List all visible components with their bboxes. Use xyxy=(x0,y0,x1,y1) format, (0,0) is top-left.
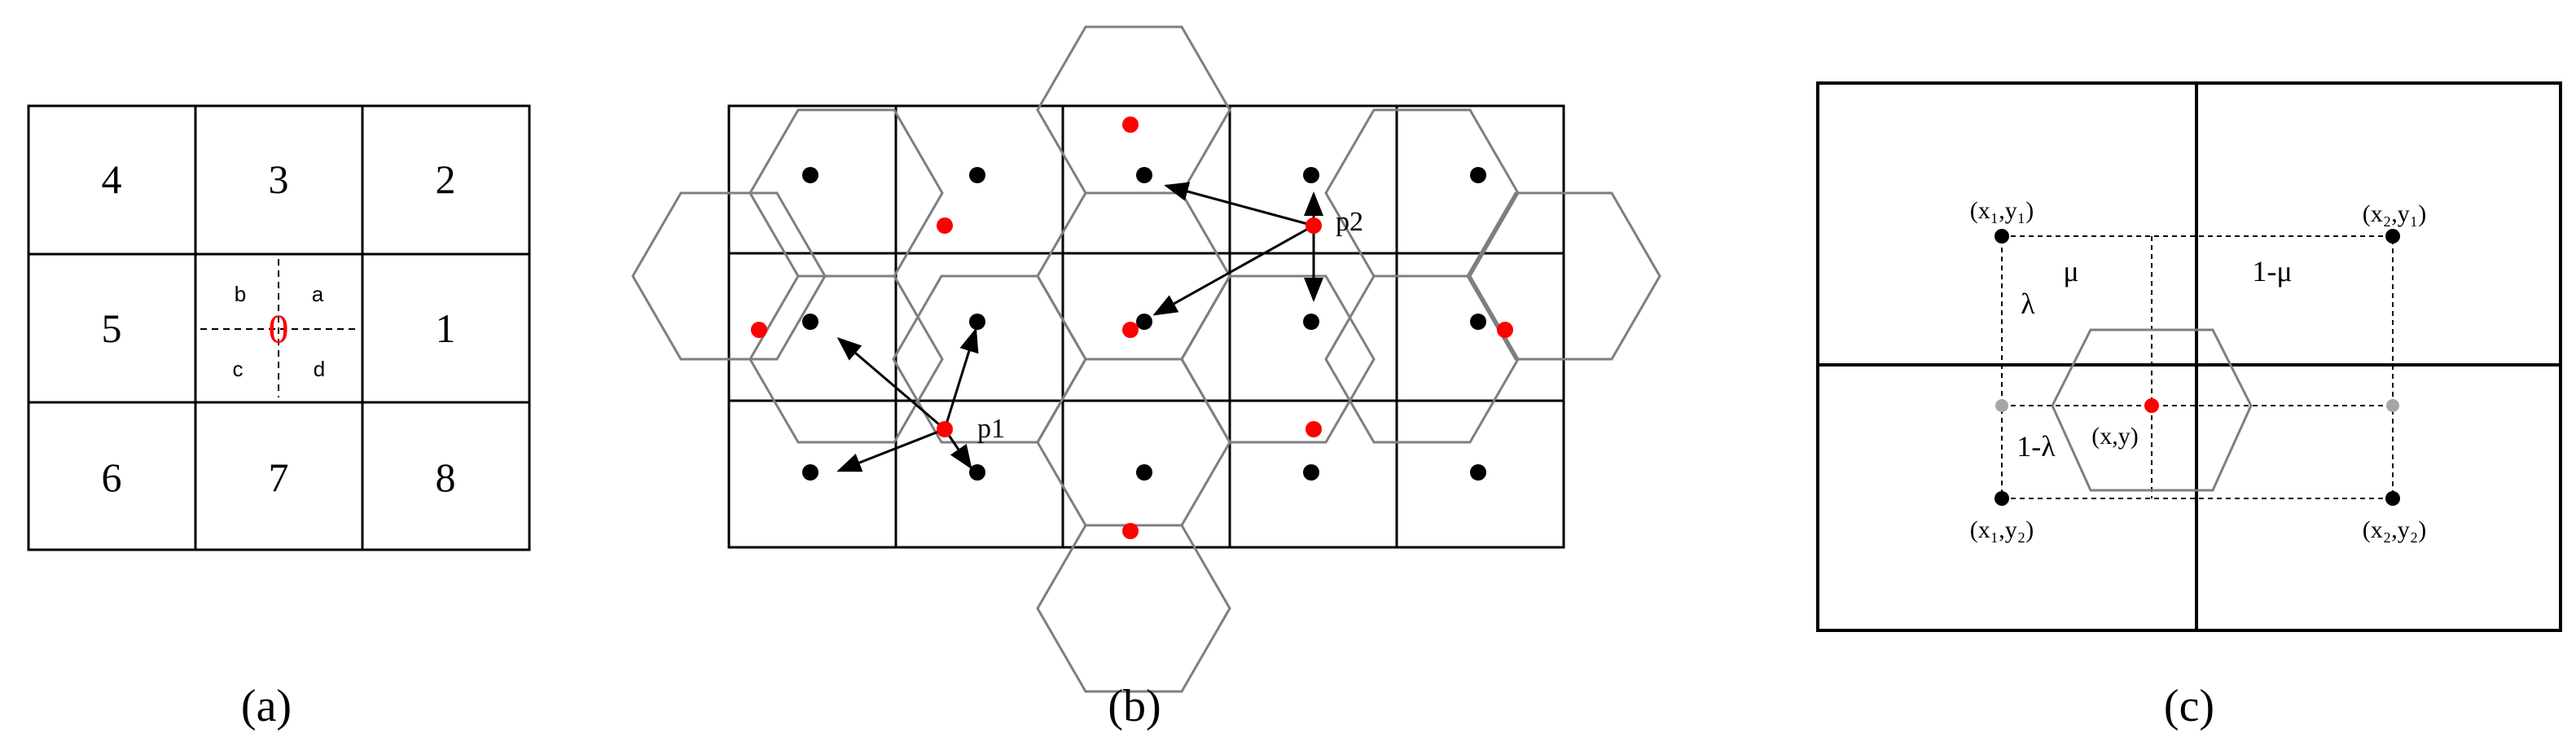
cell-center-point xyxy=(969,464,985,481)
cell-center-point xyxy=(1303,314,1319,330)
p2-point xyxy=(1306,217,1322,234)
panel-c: (x₁,y₁) (x₂,y₁) (x₁,y₂) (x₂,y₂) (x,y) μ … xyxy=(1816,81,2562,731)
hex-center-point xyxy=(1306,421,1322,437)
cell-label: 7 xyxy=(269,454,289,500)
cell-center-point xyxy=(1470,167,1486,183)
target-point xyxy=(2144,398,2159,413)
hex-center-point xyxy=(1497,322,1513,338)
quadrant-label: b xyxy=(235,282,246,306)
cell-label: 6 xyxy=(102,454,122,500)
hex-center-point xyxy=(1122,523,1139,539)
hexagon xyxy=(631,191,827,361)
hex-center-point xyxy=(1122,116,1139,133)
corner-label: (x₂,y₁) xyxy=(2363,200,2426,227)
interpolated-point xyxy=(1995,399,2008,412)
hex-center-point xyxy=(751,322,767,338)
hexagon xyxy=(1036,358,1231,527)
quadrant-label: d xyxy=(314,357,325,381)
panel-c-caption: (c) xyxy=(2164,681,2214,731)
hexagon xyxy=(1180,274,1376,444)
corner-label: (x₂,y₂) xyxy=(2363,516,2426,543)
center-label: 0 xyxy=(269,305,289,351)
corner-label: (x₁,y₂) xyxy=(1970,516,2034,543)
p2-label: p2 xyxy=(1336,207,1363,237)
lambda-label: λ xyxy=(2021,288,2035,320)
cell-label: 3 xyxy=(269,156,289,202)
hexagon-grid xyxy=(631,25,1661,693)
hexagon xyxy=(1324,274,1520,444)
hexagon xyxy=(748,274,944,444)
one-minus-mu-label: 1-μ xyxy=(2252,255,2292,288)
hex-center-points xyxy=(751,116,1513,539)
cell-center-point xyxy=(1136,167,1152,183)
cell-center-point xyxy=(1303,167,1319,183)
hexagon xyxy=(892,274,1087,444)
cell-label: 8 xyxy=(436,454,456,500)
cell-center-point xyxy=(1470,314,1486,330)
hex-center-point xyxy=(1122,322,1139,338)
hexagon xyxy=(1036,524,1231,693)
mu-label: μ xyxy=(2063,255,2078,288)
cell-label: 2 xyxy=(436,156,456,202)
corner-point xyxy=(2385,229,2400,244)
hexagon xyxy=(1036,25,1231,195)
hexagon xyxy=(748,108,944,278)
corner-point xyxy=(2385,491,2400,506)
hexagon xyxy=(1324,108,1520,278)
quadrant-label: c xyxy=(233,357,244,381)
cell-center-point xyxy=(1303,464,1319,481)
panel-b-caption: (b) xyxy=(1108,681,1161,731)
quadrant-label: a xyxy=(312,282,324,306)
hex-center-point xyxy=(937,217,953,234)
cell-center-point xyxy=(802,464,818,481)
cell-center-point xyxy=(1136,314,1152,330)
corner-point xyxy=(1995,229,2009,244)
panel-b: p1 p2 (b) xyxy=(631,25,1661,731)
panel-a-caption: (a) xyxy=(241,681,292,731)
cell-center-points xyxy=(802,167,1486,481)
one-minus-lambda-label: 1-λ xyxy=(2016,430,2056,463)
corner-label: (x₁,y₁) xyxy=(1970,197,2034,224)
cell-center-point xyxy=(802,167,818,183)
cell-center-point xyxy=(969,314,985,330)
p1-point xyxy=(937,421,953,437)
point-label: (x,y) xyxy=(2091,423,2138,450)
cell-center-point xyxy=(1136,464,1152,481)
cell-label: 1 xyxy=(436,305,456,351)
cell-center-point xyxy=(1470,464,1486,481)
panel-a: 4 3 2 5 1 6 7 8 0 b a c d (a) xyxy=(27,104,531,731)
interpolated-point xyxy=(2386,399,2399,412)
corner-point xyxy=(1995,491,2009,506)
cell-center-point xyxy=(969,167,985,183)
hexagon xyxy=(1466,191,1661,361)
cell-center-point xyxy=(802,314,818,330)
cell-label: 4 xyxy=(102,156,122,202)
cell-label: 5 xyxy=(102,305,122,351)
p1-label: p1 xyxy=(977,414,1005,444)
